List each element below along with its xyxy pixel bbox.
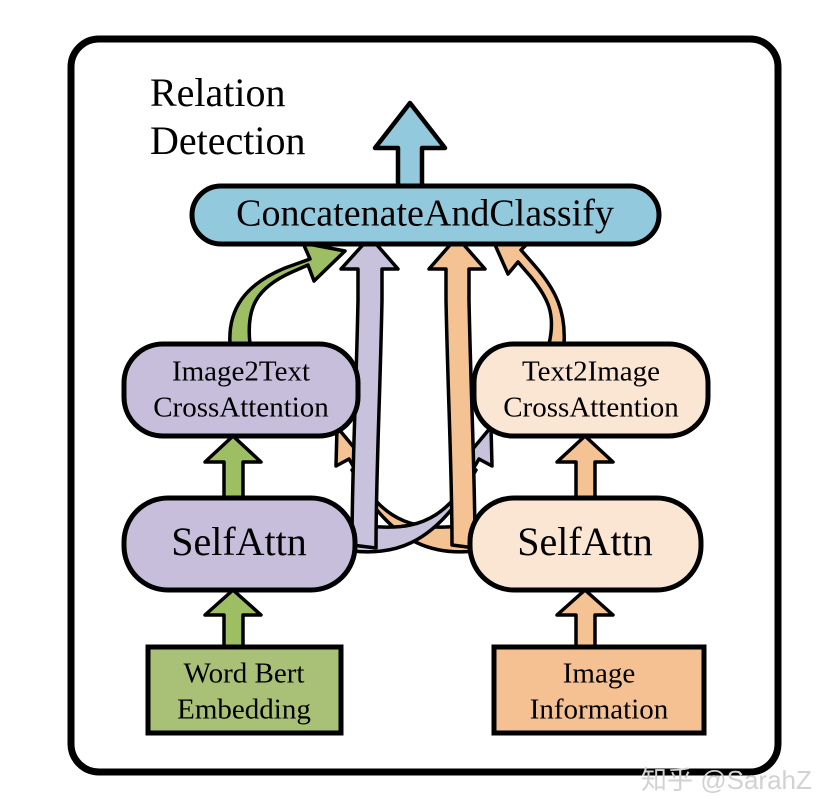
- node-label-selfattn-image: SelfAttn: [517, 519, 653, 564]
- node-word-bert-embedding[interactable]: Word Bert Embedding: [145, 644, 344, 736]
- node-label-text2image-line2: CrossAttention: [503, 392, 679, 424]
- node-label-image2text-line2: CrossAttention: [153, 392, 329, 424]
- watermark: 知乎 @SarahZ: [641, 765, 812, 795]
- node-selfattn-text[interactable]: SelfAttn: [121, 495, 358, 593]
- node-image-information[interactable]: Image Information: [491, 644, 707, 736]
- arrow-text-selfattn-to-concat: [339, 235, 400, 550]
- node-label-concatenate-and-classify: ConcatenateAndClassify: [236, 193, 614, 235]
- node-text2image-crossattention[interactable]: Text2Image CrossAttention: [471, 341, 711, 439]
- arrow-wordbert-to-selfattn: [203, 588, 263, 652]
- diagram-title-line1: Relation: [150, 70, 286, 115]
- node-label-image-info-line2: Information: [530, 694, 669, 726]
- arrow-imageinfo-to-selfattn: [555, 588, 615, 652]
- node-label-word-bert-line2: Embedding: [177, 694, 311, 726]
- node-label-selfattn-text: SelfAttn: [171, 519, 307, 564]
- node-selfattn-image[interactable]: SelfAttn: [467, 495, 704, 593]
- node-image2text-crossattention[interactable]: Image2Text CrossAttention: [121, 341, 361, 439]
- arrow-image-selfattn-to-concat: [427, 235, 487, 550]
- diagram-title-line2: Detection: [150, 118, 306, 163]
- node-label-word-bert-line1: Word Bert: [184, 658, 305, 690]
- arrow-text-selfattn-to-image2text: [203, 434, 263, 502]
- arrow-image2text-to-concat: [228, 241, 347, 346]
- node-label-image2text-line1: Image2Text: [172, 356, 310, 388]
- node-concatenate-and-classify[interactable]: ConcatenateAndClassify: [189, 183, 662, 247]
- arrow-image-selfattn-to-text2image: [555, 434, 615, 502]
- node-label-text2image-line1: Text2Image: [522, 356, 660, 388]
- node-label-image-info-line1: Image: [563, 658, 635, 690]
